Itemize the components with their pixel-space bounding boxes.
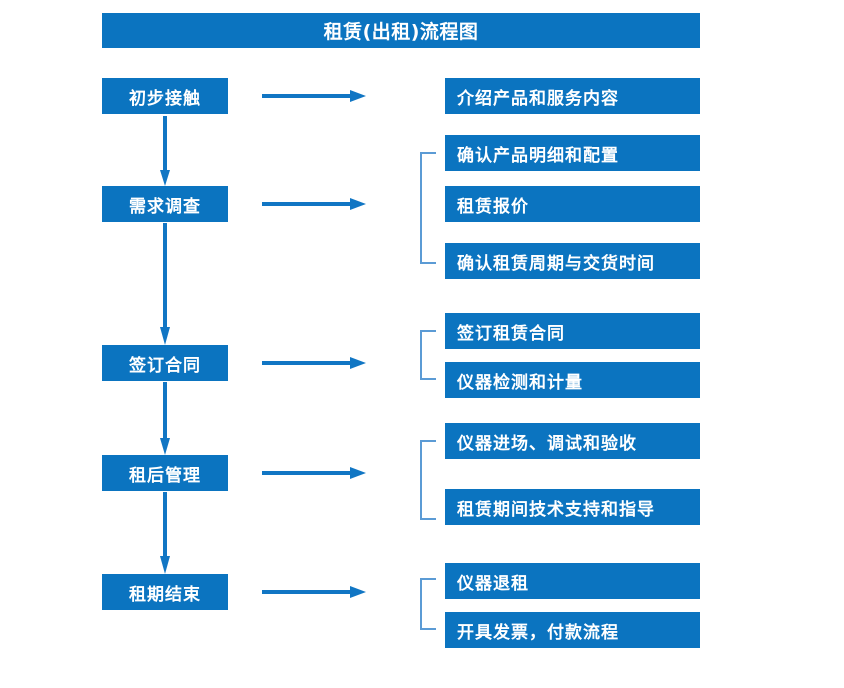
detail-box-确认产品明细和配置[interactable]: 确认产品明细和配置 xyxy=(445,135,700,171)
vertical-arrow-1 xyxy=(160,116,170,186)
detail-box-租赁期间技术支持和指导[interactable]: 租赁期间技术支持和指导 xyxy=(445,489,700,525)
stage-box-初步接触[interactable]: 初步接触 xyxy=(102,78,228,114)
vertical-arrow-3 xyxy=(160,382,170,455)
detail-box-仪器检测和计量[interactable]: 仪器检测和计量 xyxy=(445,362,700,398)
detail-box-开具发票付款流程[interactable]: 开具发票，付款流程 xyxy=(445,612,700,648)
detail-box-签订租赁合同[interactable]: 签订租赁合同 xyxy=(445,313,700,349)
vertical-arrow-4 xyxy=(160,492,170,574)
stage-box-租期结束[interactable]: 租期结束 xyxy=(102,574,228,610)
detail-box-租赁报价[interactable]: 租赁报价 xyxy=(445,186,700,222)
horizontal-arrow-2 xyxy=(262,198,366,210)
detail-box-介绍产品和服务内容[interactable]: 介绍产品和服务内容 xyxy=(445,78,700,114)
horizontal-arrow-5 xyxy=(262,586,366,598)
detail-box-仪器进场调试和验收[interactable]: 仪器进场、调试和验收 xyxy=(445,423,700,459)
group-bracket-5 xyxy=(420,578,436,630)
group-bracket-3 xyxy=(420,330,436,380)
stage-box-签订合同[interactable]: 签订合同 xyxy=(102,345,228,381)
page-title: 租赁(出租)流程图 xyxy=(102,13,700,48)
group-bracket-2 xyxy=(420,152,436,264)
horizontal-arrow-3 xyxy=(262,357,366,369)
detail-box-仪器退租[interactable]: 仪器退租 xyxy=(445,563,700,599)
stage-box-需求调查[interactable]: 需求调查 xyxy=(102,186,228,222)
stage-box-租后管理[interactable]: 租后管理 xyxy=(102,455,228,491)
horizontal-arrow-4 xyxy=(262,467,366,479)
horizontal-arrow-1 xyxy=(262,90,366,102)
group-bracket-4 xyxy=(420,440,436,520)
detail-box-确认租赁周期与交货时间[interactable]: 确认租赁周期与交货时间 xyxy=(445,243,700,279)
vertical-arrow-2 xyxy=(160,223,170,345)
